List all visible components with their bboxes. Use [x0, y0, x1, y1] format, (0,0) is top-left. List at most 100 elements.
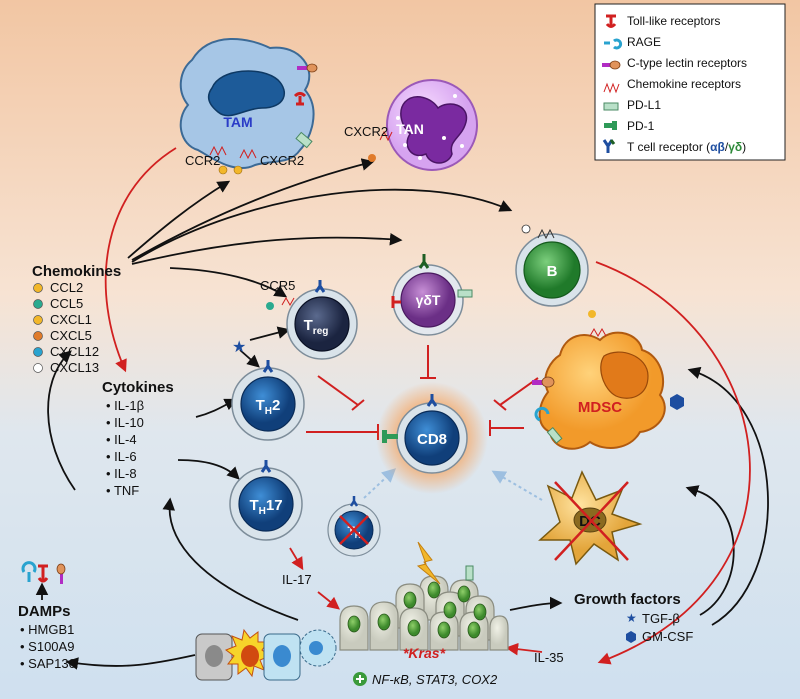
th2-label: T	[256, 397, 265, 414]
th17-suffix: 17	[266, 497, 283, 514]
growth-factors-title: Growth factors	[574, 591, 681, 608]
th2-cell: TH2	[231, 360, 305, 441]
chemokine-item: CXCL1	[50, 312, 92, 327]
damp-item: • SAP130	[20, 656, 76, 671]
tam-label: TAM	[223, 114, 252, 130]
ccr2-label: CCR2	[185, 153, 220, 168]
th2-suffix: 2	[272, 397, 280, 414]
tgf-star-icon: ★	[232, 339, 246, 356]
tam-cell: TAM CCR2 CXCR2	[179, 38, 318, 175]
th17-label: T	[249, 497, 258, 514]
chemokine-dot-icon	[33, 363, 43, 373]
tan-cell: TAN CXCR2	[344, 79, 478, 171]
dying-cells	[195, 628, 337, 681]
b-label: B	[547, 263, 558, 280]
chemokines-title: Chemokines	[32, 263, 121, 280]
b-cell: B	[515, 224, 589, 307]
star-icon: ★	[626, 611, 637, 625]
cytokine-item: • TNF	[106, 483, 139, 498]
th17-cell: TH17	[229, 460, 303, 541]
chemokine-receptor-icon	[603, 82, 620, 94]
growth-factor-tgf: TGF-β	[642, 611, 680, 626]
kras-label: *Kras*	[403, 645, 446, 661]
mdsc-cell: MDSC	[532, 310, 684, 450]
tumor-cells: *Kras*	[339, 541, 509, 661]
red-arrows	[104, 147, 751, 665]
pd1-icon	[604, 123, 614, 128]
lightning-icon	[416, 541, 441, 585]
c-type-lectin-icon-damps	[56, 563, 66, 575]
il17-label: IL-17	[282, 572, 312, 587]
cxcr2-tam-label: CXCR2	[260, 153, 304, 168]
chemokine-item: CXCL12	[50, 344, 99, 359]
inhibition-lines	[306, 345, 539, 440]
th-cell-crossed: TH	[327, 496, 381, 557]
legend-item-label: Chemokine receptors	[627, 77, 741, 91]
svg-text:Treg: Treg	[304, 317, 329, 337]
pdl1-icon-tam	[295, 131, 313, 149]
tlr-icon-damps	[37, 564, 49, 583]
dc-cell: DC	[538, 470, 643, 566]
bottom-note: NF-κB, STAT3, COX2	[353, 672, 498, 687]
tlr-icon-tam	[293, 92, 307, 106]
legend-item-label: PD-1	[627, 119, 655, 133]
cytokine-item: • IL-8	[106, 466, 137, 481]
legend-tcr-slash: /	[725, 140, 729, 154]
th17-subscript: H	[259, 506, 266, 517]
ctype-lectin-icon	[602, 63, 612, 67]
chemokine-receptor-icon-tam	[209, 145, 257, 160]
damps-block: DAMPs • HMGB1 • S100A9 • SAP130	[18, 603, 76, 671]
bottom-note-text: NF-κB, STAT3, COX2	[372, 672, 498, 687]
chemokine-item: CCL2	[50, 280, 83, 295]
dotted-arrows	[363, 468, 543, 501]
cd8-cell: CD8	[376, 382, 488, 494]
pdl1-icon	[603, 102, 619, 111]
damp-receptor-icons	[21, 561, 66, 584]
growth-factors-block: Growth factors ★ TGF-β GM-CSF	[574, 591, 693, 644]
chemokine-item: CCL5	[50, 296, 83, 311]
damp-item: • HMGB1	[20, 622, 74, 637]
gmcsf-hexagon-icon	[670, 394, 684, 410]
legend-tcr-label: T cell receptor (	[627, 140, 710, 154]
rage-icon-damps	[21, 561, 37, 582]
ccr5-label: CCR5	[260, 278, 295, 293]
legend-item-label: PD-L1	[627, 98, 661, 112]
svg-text:TH2: TH2	[256, 397, 281, 417]
cytokine-item: • IL-4	[106, 432, 137, 447]
cxcr2-tan-label: CXCR2	[344, 124, 388, 139]
legend-tcr-gd: γδ	[728, 140, 742, 154]
chemokine-dot-icon	[33, 283, 43, 293]
chemokine-dot-icon	[33, 315, 43, 325]
cytokine-item: • IL-1β	[106, 398, 144, 413]
svg-text:TH17: TH17	[249, 497, 282, 517]
growth-factor-gmcsf: GM-CSF	[642, 629, 693, 644]
chemokine-dot-icon	[33, 331, 43, 341]
damps-title: DAMPs	[18, 603, 71, 620]
chemokine-item: CXCL5	[50, 328, 92, 343]
gdt-cell: γδT	[391, 254, 473, 336]
treg-label: T	[304, 317, 313, 334]
tlr-icon	[605, 14, 617, 28]
il35-label: IL-35	[534, 650, 564, 665]
cytokines-block: Cytokines • IL-1β• IL-10• IL-4• IL-6• IL…	[102, 379, 174, 498]
chemokine-dot-icon	[33, 299, 43, 309]
damp-item: • S100A9	[20, 639, 74, 654]
cytokines-title: Cytokines	[102, 379, 174, 396]
svg-text:T cell receptor (αβ/γδ): T cell receptor (αβ/γδ)	[627, 140, 746, 154]
treg-cell: Treg CCR5 ★	[232, 278, 358, 360]
legend-tcr-ab: αβ	[710, 140, 725, 154]
rage-icon	[604, 38, 623, 50]
cd8-label: CD8	[417, 431, 447, 448]
hexagon-icon	[626, 631, 636, 643]
cytokine-item: • IL-10	[106, 415, 144, 430]
c-type-lectin-receptor-icon	[297, 66, 309, 70]
th2-subscript: H	[265, 406, 272, 417]
legend-item-label: RAGE	[627, 35, 661, 49]
mdsc-label: MDSC	[578, 399, 622, 416]
legend-tcr-close: )	[742, 140, 746, 154]
chemokine-dot-icon	[33, 347, 43, 357]
treg-subscript: reg	[313, 326, 329, 337]
tan-label: TAN	[396, 121, 424, 137]
